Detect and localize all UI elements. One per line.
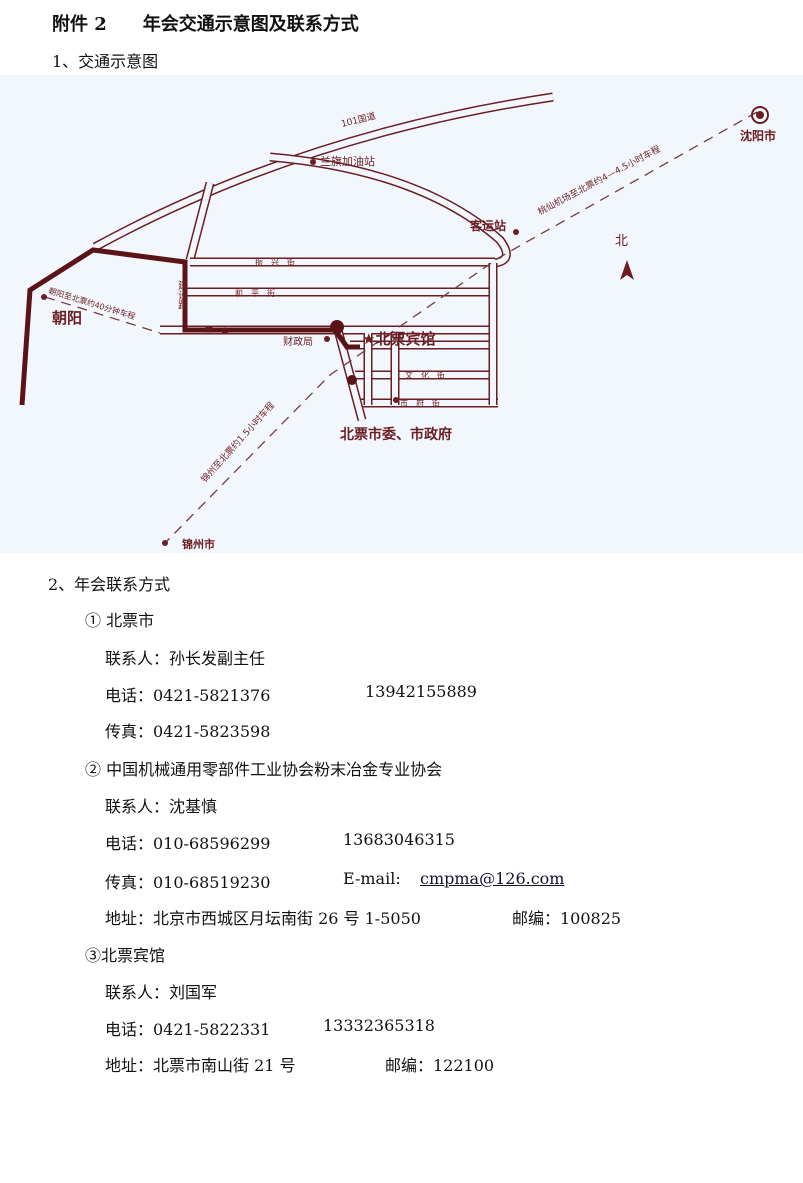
contact-person: 联系人：刘国军	[105, 983, 218, 1002]
contact-phone: 电话：0421-5822331	[105, 1020, 271, 1039]
label-gas-station: 兰旗加油站	[320, 154, 375, 168]
contact-postcode: 邮编：122100	[385, 1056, 495, 1075]
recommended-route	[19, 247, 360, 406]
contact-address: 地址：北票市南山街 21 号	[105, 1056, 296, 1075]
ring-road	[269, 152, 511, 268]
contact-heading: ③北票宾馆	[85, 946, 166, 965]
route-chaoyang	[44, 296, 161, 334]
roundabout-marker	[347, 375, 357, 385]
traffic-map: 101国道 兰旗加油站 客运站 沈阳市 桃仙机场至北票约4—4.5小时车程 北 …	[0, 75, 803, 553]
north-arrow-icon	[620, 260, 634, 280]
label-jinzhou: 锦州市	[182, 537, 215, 551]
contact-postcode: 邮编：100825	[512, 909, 622, 928]
street-label: 和 平 街	[235, 288, 275, 298]
contact-phone: 电话：0421-5821376	[105, 686, 271, 705]
contact-phone: 电话：010-68596299	[105, 834, 271, 853]
label-bus-station: 客运站	[469, 218, 506, 233]
label-hotel: ★北票宾馆	[362, 330, 435, 348]
email-label: E-mail:	[343, 869, 401, 888]
street-label: 振 兴 街	[255, 257, 295, 267]
contact-person: 联系人：孙长发副主任	[105, 649, 266, 668]
street-label: 市 府 街	[400, 398, 440, 408]
contact-heading: ① 北票市	[85, 611, 155, 630]
label-north: 北	[615, 234, 628, 249]
route-jinzhou-shenyang	[164, 111, 758, 544]
label-jianshe-road: 建设路	[176, 279, 188, 311]
street-label: 南 山	[205, 325, 229, 335]
label-chaoyang: 朝阳	[52, 309, 82, 327]
label-shenyang: 沈阳市	[740, 128, 776, 143]
label-shenyang-route: 桃仙机场至北票约4—4.5小时车程	[536, 143, 663, 218]
label-government: 北票市委、市政府	[340, 426, 452, 443]
contact-mobile: 13332365318	[323, 1016, 435, 1035]
contact-fax: 传真：0421-5823598	[105, 722, 271, 741]
contact-fax: 传真：010-68519230	[105, 873, 271, 892]
contact-address: 地址：北京市西城区月坛南街 26 号 1-5050	[105, 909, 421, 928]
label-finance-bureau: 财政局	[283, 335, 313, 348]
contact-person: 联系人：沈基慎	[105, 797, 218, 816]
label-national-road: 101国道	[340, 110, 377, 130]
section-heading-map: 1、交通示意图	[52, 52, 159, 71]
page-title: 附件 2 年会交通示意图及联系方式	[52, 14, 359, 35]
label-jinzhou-route: 锦州至北票约1.5小时车程	[198, 399, 277, 485]
shenyang-marker	[751, 106, 769, 124]
street-label: 文 化 街	[405, 370, 445, 380]
email-link[interactable]: cmpma@126.com	[420, 869, 565, 888]
section-heading-contacts: 2、年会联系方式	[48, 575, 171, 594]
roundabout-marker	[330, 320, 344, 334]
contact-mobile: 13683046315	[343, 830, 455, 849]
contact-mobile: 13942155889	[365, 682, 477, 701]
contact-heading: ② 中国机械通用零部件工业协会粉末冶金专业协会	[85, 760, 443, 779]
city-streets	[160, 257, 498, 422]
